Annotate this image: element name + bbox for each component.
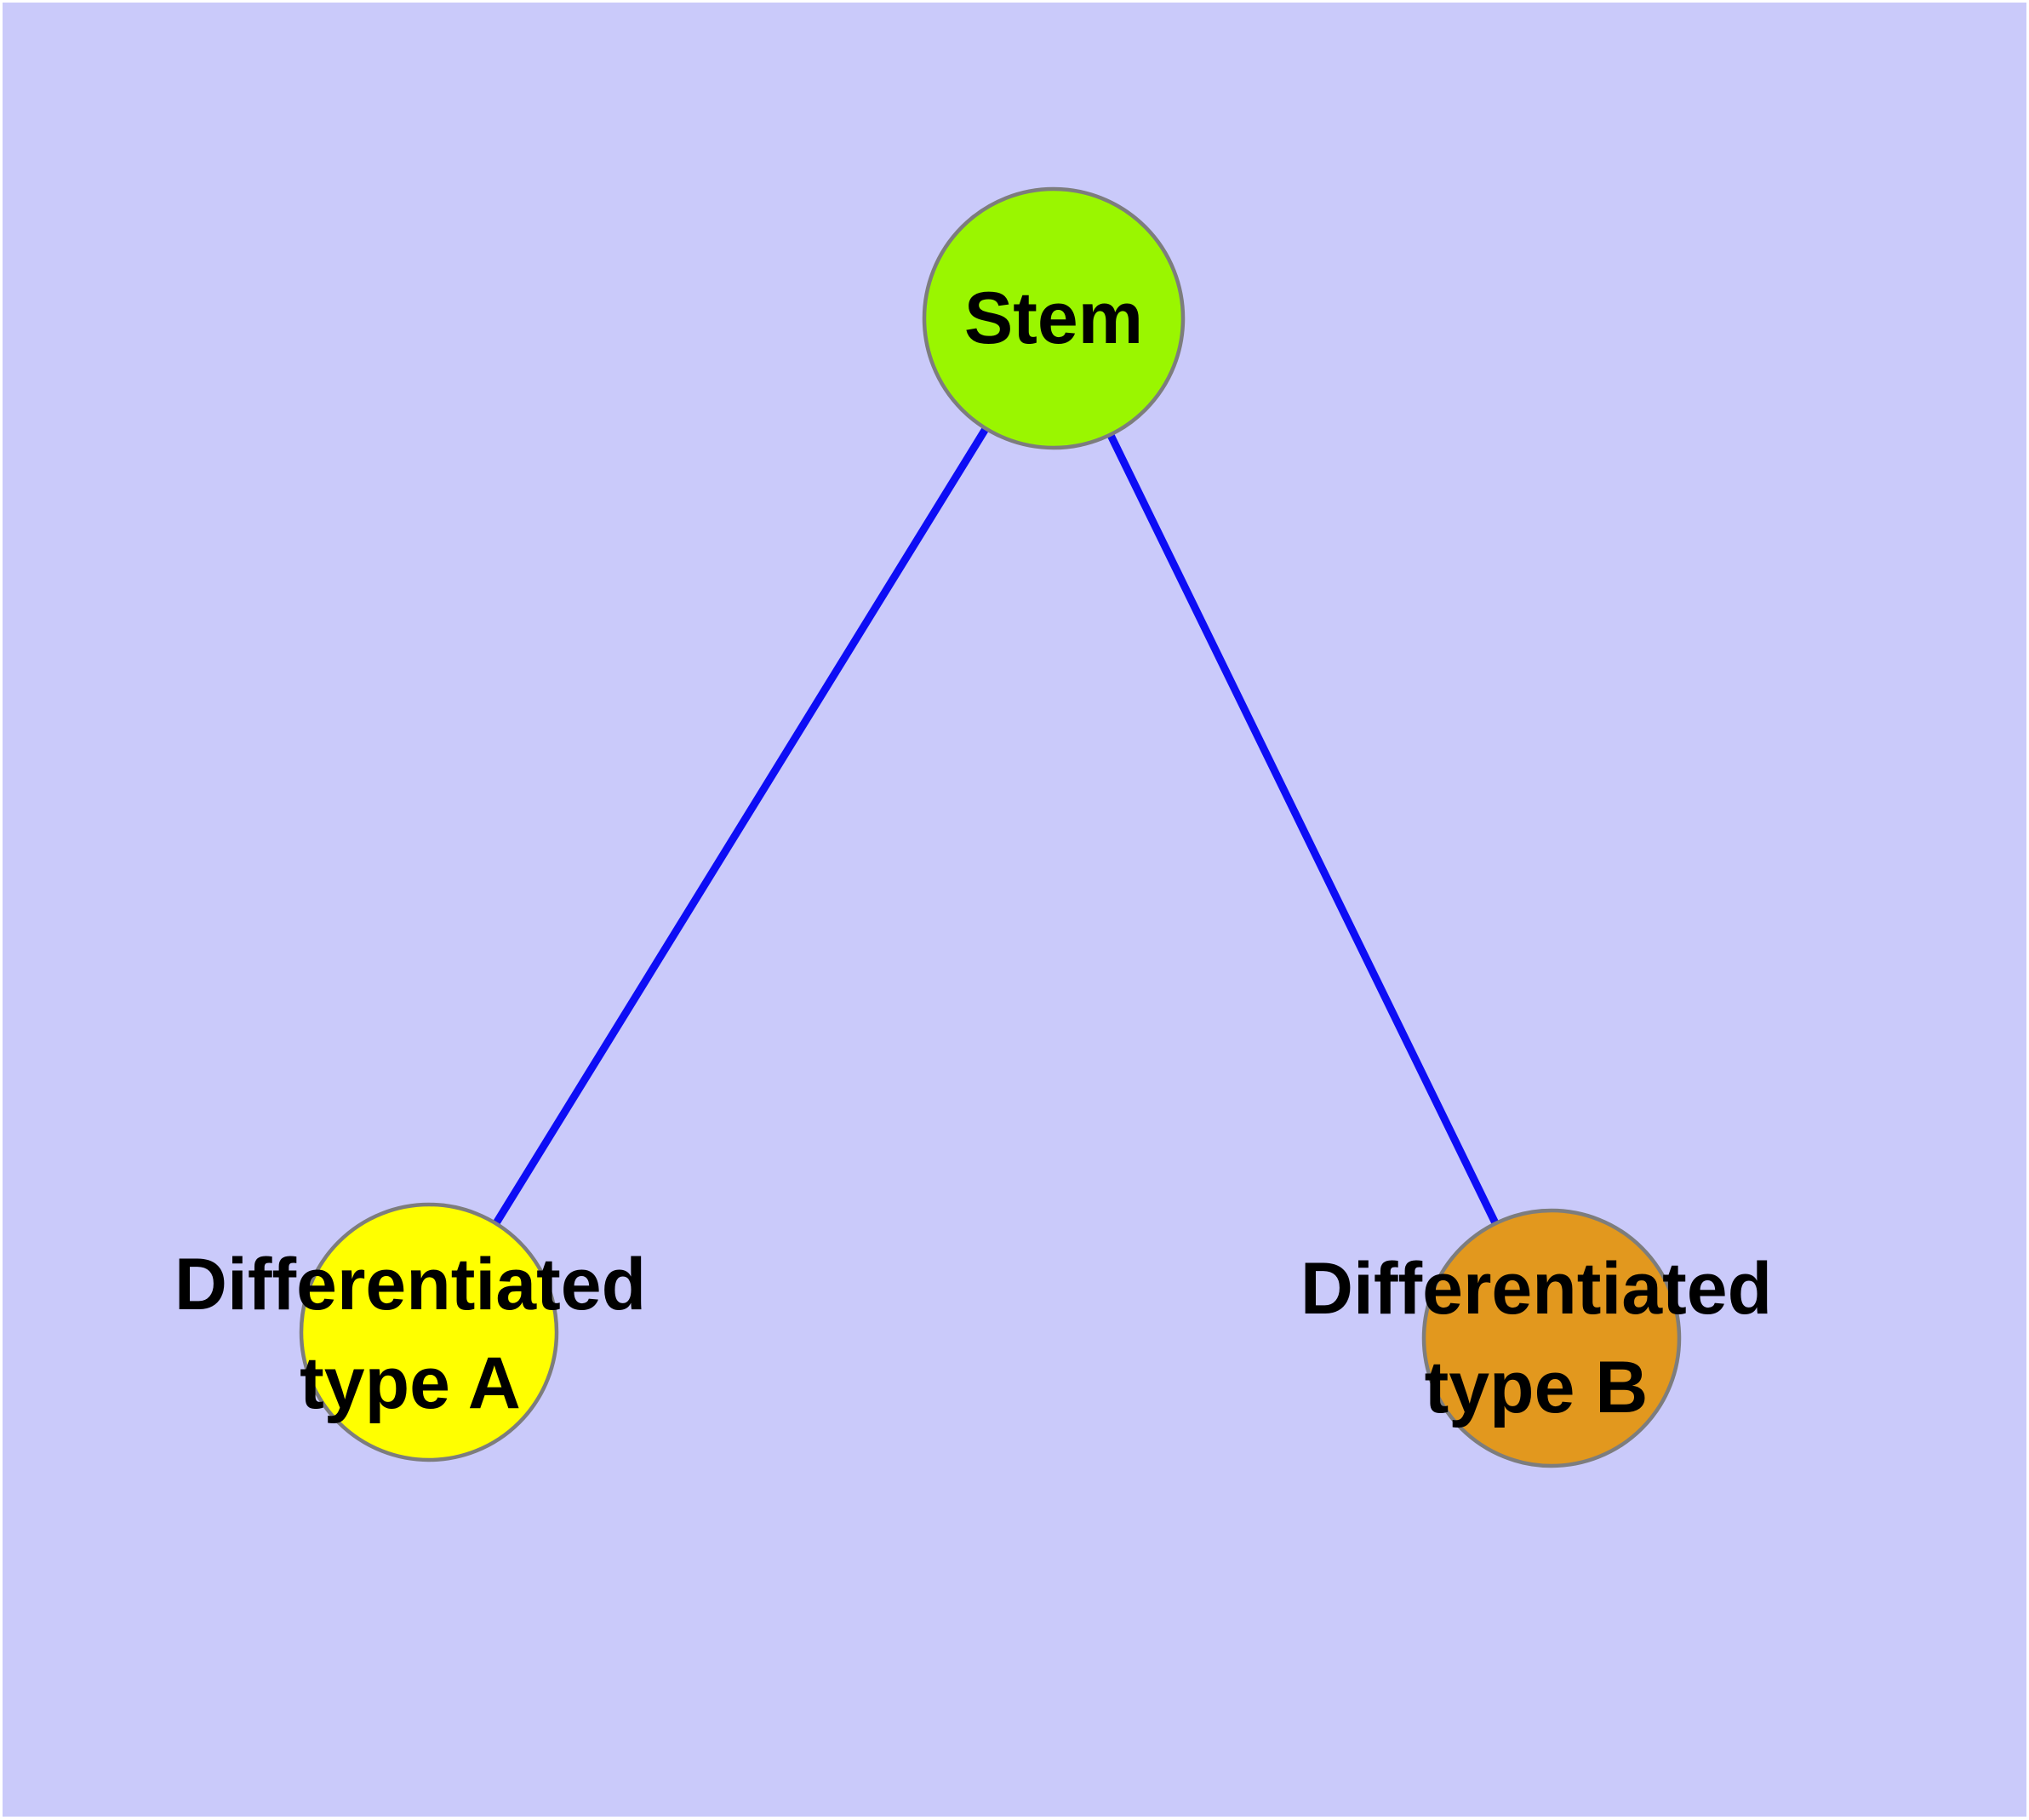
node-differentiated-type-b	[1421, 1208, 1682, 1468]
node-stem	[922, 186, 1186, 450]
node-layer	[299, 186, 1682, 1468]
edge-stem-to-type-b	[1049, 317, 1556, 1340]
edge-stem-to-type-a	[426, 316, 1057, 1335]
node-type-a-label-line-2: type A	[300, 1342, 521, 1424]
node-differentiated-type-a	[299, 1202, 559, 1462]
node-type-b-label-line-2: type B	[1425, 1347, 1649, 1428]
edge-layer	[426, 316, 1556, 1340]
node-type-a-label-line-1: Differentiated	[174, 1244, 646, 1325]
node-type-b-label-line-1: Differentiated	[1300, 1248, 1772, 1330]
label-layer: Stem Differentiated type A Differentiate…	[174, 278, 1772, 1428]
node-stem-label: Stem	[964, 278, 1143, 359]
